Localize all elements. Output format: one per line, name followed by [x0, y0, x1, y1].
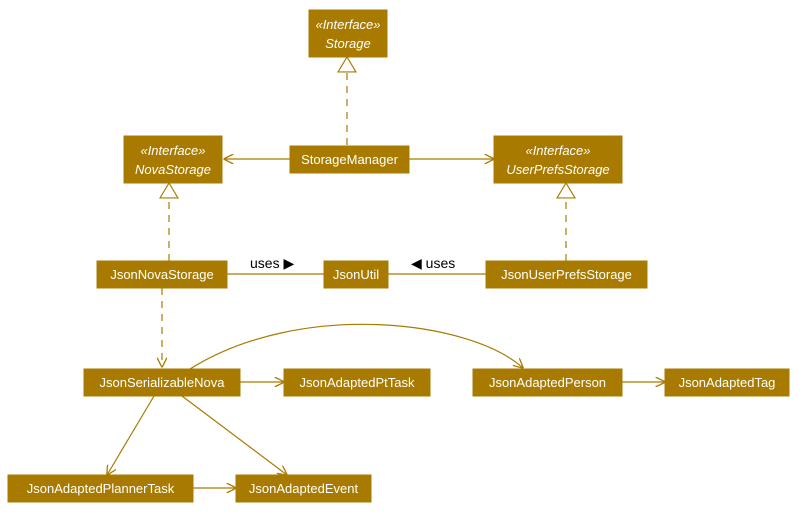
class-json-nova-storage-label: JsonNovaStorage [110, 267, 213, 282]
association-serializablenova-event [182, 396, 287, 475]
class-json-adapted-event[interactable]: JsonAdaptedEvent [235, 474, 372, 503]
class-json-adapted-planner-task-label: JsonAdaptedPlannerTask [27, 481, 175, 496]
association-serializablenova-plannertask [107, 396, 154, 475]
class-storage-manager-label: StorageManager [301, 152, 399, 167]
class-json-adapted-tag[interactable]: JsonAdaptedTag [664, 368, 790, 397]
interface-user-prefs-storage-stereotype: «Interface» [525, 143, 590, 158]
class-json-serializable-nova[interactable]: JsonSerializableNova [83, 368, 241, 397]
class-json-adapted-pt-task-label: JsonAdaptedPtTask [300, 375, 415, 390]
association-serializablenova-person [190, 323, 523, 369]
class-json-adapted-event-label: JsonAdaptedEvent [249, 481, 359, 496]
class-json-util[interactable]: JsonUtil [323, 260, 389, 289]
class-json-adapted-person-label: JsonAdaptedPerson [489, 375, 606, 390]
uses-label-right: uses ▶ [250, 255, 294, 271]
interface-nova-storage[interactable]: «Interface» NovaStorage [123, 135, 223, 184]
interface-user-prefs-storage[interactable]: «Interface» UserPrefsStorage [493, 135, 623, 184]
class-json-serializable-nova-label: JsonSerializableNova [99, 375, 225, 390]
class-json-user-prefs-storage-label: JsonUserPrefsStorage [501, 267, 632, 282]
uses-label-left: ◀ uses [411, 255, 455, 271]
class-json-user-prefs-storage[interactable]: JsonUserPrefsStorage [485, 260, 648, 289]
class-json-adapted-planner-task[interactable]: JsonAdaptedPlannerTask [7, 474, 194, 503]
class-json-nova-storage[interactable]: JsonNovaStorage [96, 260, 228, 289]
class-json-adapted-pt-task[interactable]: JsonAdaptedPtTask [283, 368, 431, 397]
interface-user-prefs-storage-name: UserPrefsStorage [506, 162, 609, 177]
edges [107, 57, 665, 488]
interface-storage-stereotype: «Interface» [315, 17, 380, 32]
class-storage-manager[interactable]: StorageManager [289, 145, 410, 174]
interface-nova-storage-name: NovaStorage [135, 162, 211, 177]
interface-nova-storage-stereotype: «Interface» [140, 143, 205, 158]
class-json-adapted-tag-label: JsonAdaptedTag [679, 375, 776, 390]
interface-storage-name: Storage [325, 36, 371, 51]
class-json-util-label: JsonUtil [333, 267, 379, 282]
class-json-adapted-person[interactable]: JsonAdaptedPerson [472, 368, 623, 397]
interface-storage[interactable]: «Interface» Storage [308, 9, 388, 58]
